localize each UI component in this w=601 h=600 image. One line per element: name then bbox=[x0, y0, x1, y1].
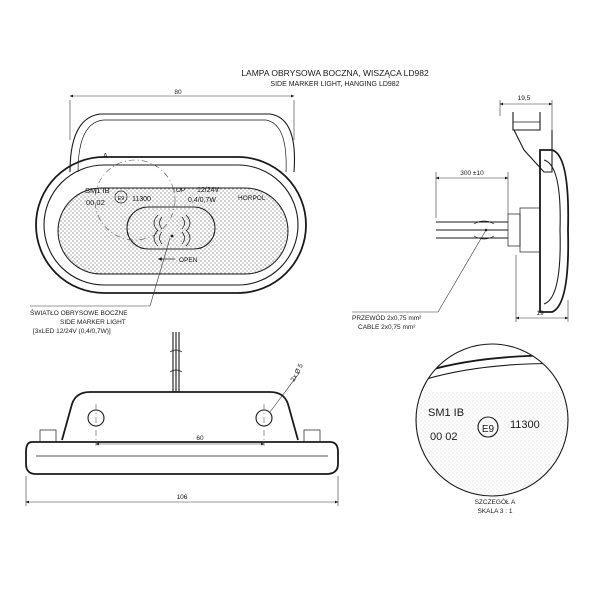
lens-open: OPEN bbox=[179, 257, 198, 264]
dim-top-width: 80 bbox=[174, 89, 182, 96]
led-icon bbox=[153, 214, 191, 247]
detail-code: SM1 IB bbox=[428, 407, 464, 419]
detail-scale: SKALA 3 : 1 bbox=[477, 508, 512, 515]
detail-label: SZCZEGÓŁ A bbox=[475, 497, 516, 506]
detail-e-mark-circle bbox=[477, 416, 499, 438]
detail-approval-e: E9 bbox=[482, 424, 495, 435]
detail-a-marker-circle bbox=[94, 159, 176, 241]
detail-a-marker: A bbox=[103, 153, 108, 160]
title-en: SIDE MARKER LIGHT, HANGING LD982 bbox=[270, 81, 399, 88]
lens-code: SM1 IB bbox=[85, 186, 110, 195]
lens-power: 0,4/0,7W bbox=[188, 197, 216, 204]
title-pl: LAMPA OBRYSOWA BOCZNA, WISZĄCA LD982 bbox=[241, 68, 429, 78]
dim-hole-spacing: 60 bbox=[196, 435, 204, 442]
callout-lamp-line2: SIDE MARKER LIGHT bbox=[60, 319, 126, 326]
dim-side-depth: 19 bbox=[536, 310, 544, 317]
lens-approval-num: 11300 bbox=[132, 196, 151, 203]
callout-cable: PRZEWÓD 2x0,75 mm² CABLE 2x0,75 mm² bbox=[352, 229, 487, 331]
detail-a-view: SM1 IB 00 02 E9 11300 SZCZEGÓŁ A SKALA 3… bbox=[415, 343, 569, 515]
front-view: SM1 IB 00 02 E9 11300 TOP 12/24V 0,4/0,7… bbox=[35, 89, 307, 294]
dim-side-width: 19,5 bbox=[518, 95, 531, 102]
callout-lamp-line1: ŚWIATŁO OBRYSOWE BOCZNE bbox=[30, 308, 128, 317]
lens-top: TOP bbox=[172, 187, 185, 194]
bottom-view: 60 106 2x Ø 5 bbox=[25, 332, 339, 506]
lens-date: 00 02 bbox=[86, 198, 105, 207]
lens-brand: HORPOL bbox=[238, 195, 266, 202]
lamp-housing-outline bbox=[35, 156, 307, 294]
lens-voltage: 12/24V bbox=[197, 187, 220, 194]
callout-cable-line1: PRZEWÓD 2x0,75 mm² bbox=[352, 313, 422, 322]
dim-bottom-width: 106 bbox=[177, 494, 188, 501]
detail-approval-num: 11300 bbox=[510, 419, 540, 431]
e-mark-circle bbox=[114, 190, 128, 204]
led-window bbox=[126, 206, 216, 250]
callout-cable-line2: CABLE 2x0,75 mm² bbox=[358, 324, 416, 331]
lens-approval-e: E9 bbox=[118, 196, 125, 202]
dim-hole-dia: 2x Ø 5 bbox=[290, 362, 305, 383]
detail-a-circle bbox=[415, 343, 569, 497]
dim-cable-length: 300 ±10 bbox=[460, 170, 484, 177]
cable bbox=[436, 221, 508, 239]
callout-lamp-line3: [3xLED 12/24V (0,4/0,7W)] bbox=[33, 328, 111, 335]
callout-lamp: ŚWIATŁO OBRYSOWE BOCZNE SIDE MARKER LIGH… bbox=[30, 237, 171, 335]
detail-date: 00 02 bbox=[430, 431, 458, 443]
side-view: 19,5 300 ±10 19 bbox=[435, 95, 570, 322]
